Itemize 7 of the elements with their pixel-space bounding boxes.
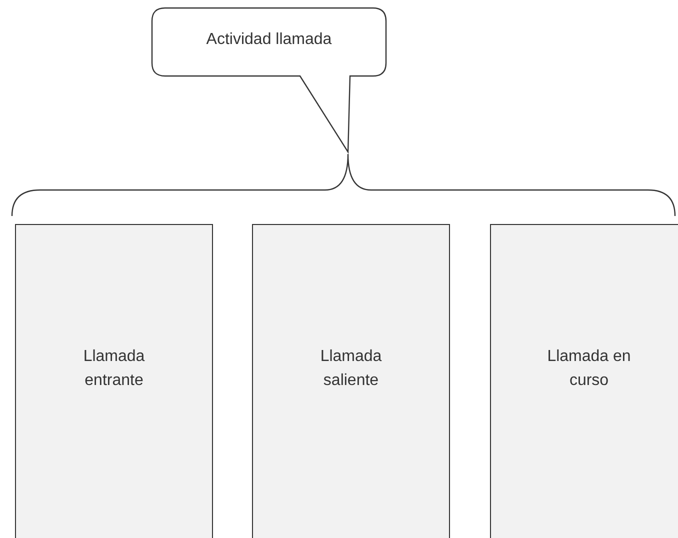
node-label: Llamada saliente xyxy=(319,347,383,391)
category-box xyxy=(15,224,213,538)
category-box xyxy=(490,224,678,538)
node-label: Llamada entrante xyxy=(82,347,146,391)
node-label: Llamada en curso xyxy=(546,347,632,391)
category-box xyxy=(252,224,450,538)
node-label: Actividad llamada xyxy=(205,30,333,50)
